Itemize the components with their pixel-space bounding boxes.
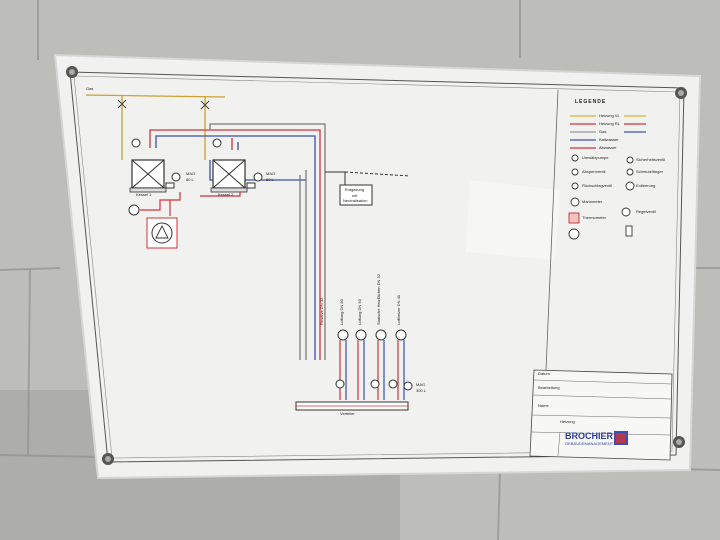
- pump-icon: [370, 379, 380, 389]
- manometer-icon: [171, 172, 181, 182]
- legend-symbols: [568, 154, 635, 240]
- legend-item: Entleerung: [636, 183, 656, 188]
- neutralization-box: [339, 184, 373, 206]
- gas-label: Gas: [86, 86, 94, 91]
- titleblock-row-2: Bearbeitung: [538, 385, 560, 390]
- manifold-label: Verteiler: [340, 411, 355, 416]
- titleblock-row-1: Datum: [538, 371, 550, 376]
- thermometer-icon: [395, 329, 407, 341]
- boiler-2-label: Kessel 2: [218, 192, 234, 197]
- legend-lines: [570, 115, 646, 149]
- legend-item: Regelventil: [636, 209, 656, 214]
- drawing-title: Heizung: [560, 419, 575, 424]
- gas-line: [85, 94, 226, 160]
- legend-item: Heizung VL: [599, 113, 620, 118]
- pump-icon: [131, 138, 141, 148]
- supply-pipes: [149, 123, 326, 360]
- screw-icon: [673, 436, 685, 448]
- legend-item: Heizung RL: [599, 121, 620, 126]
- branch-label-4: Statische Heizflächen DN 32: [376, 274, 381, 325]
- neutralization-line2: mit: [352, 193, 358, 198]
- mag3-label: MAG: [416, 382, 426, 387]
- mag2-label: MAG: [266, 171, 276, 176]
- branch-label-5: Luftheizer DN 40: [396, 294, 401, 325]
- mag2-volume: 80 L: [266, 177, 274, 182]
- branch-label-1: Reserve DN 32: [319, 297, 324, 325]
- branch-label-2: Lüftung DN 80: [339, 299, 344, 325]
- manometer-icon: [403, 381, 413, 391]
- thermometer-icon: [337, 329, 349, 341]
- legend-item: Kaltwasser: [599, 137, 619, 142]
- company-subtitle: GEBÄUDEMANAGEMENT: [565, 441, 614, 446]
- pump-icon: [388, 379, 398, 389]
- circulation-pump-icon: [146, 217, 178, 249]
- legend-item: Gas: [599, 129, 607, 134]
- pump-icon: [335, 379, 345, 389]
- thermometer-icon: [355, 329, 367, 341]
- screw-icon: [102, 453, 114, 465]
- legend-item: Rückschlagventil: [582, 183, 613, 188]
- screw-icon: [675, 87, 687, 99]
- legend-item: Sicherheitsventil: [636, 157, 666, 162]
- mag1-label: MAG: [186, 171, 196, 176]
- boiler-1: [129, 159, 167, 193]
- legend-item: Manometer: [582, 199, 603, 204]
- legend-item: Thermometer: [582, 215, 607, 220]
- manometer-icon: [253, 172, 263, 182]
- legend-item: Umwälzpumpe: [582, 155, 609, 160]
- boiler-2: [210, 159, 248, 193]
- title-block: [529, 369, 673, 461]
- pump-icon: [212, 138, 222, 148]
- neutralization-label: Entgasung: [345, 187, 365, 192]
- legend-item: Abwasser: [599, 145, 617, 150]
- neutralization-line3: Neutralisation: [343, 198, 368, 203]
- branch-label-3: Lüftung DN 50: [357, 299, 362, 325]
- legend-item: Schmutzfänger: [636, 169, 663, 174]
- mag3-volume: 300 L: [416, 388, 427, 393]
- legend-title: LEGENDE: [575, 99, 607, 105]
- legend-item: Absperrventil: [582, 169, 606, 174]
- thermometer-icon: [128, 204, 140, 216]
- titleblock-row-3: Name: [538, 403, 549, 408]
- thermometer-icon: [375, 329, 387, 341]
- company-name: BROCHIER: [565, 431, 614, 441]
- screw-icon: [66, 66, 78, 78]
- branch-pipes: [339, 340, 405, 400]
- boiler-1-label: Kessel 1: [136, 192, 152, 197]
- mag1-volume: 80 L: [186, 177, 194, 182]
